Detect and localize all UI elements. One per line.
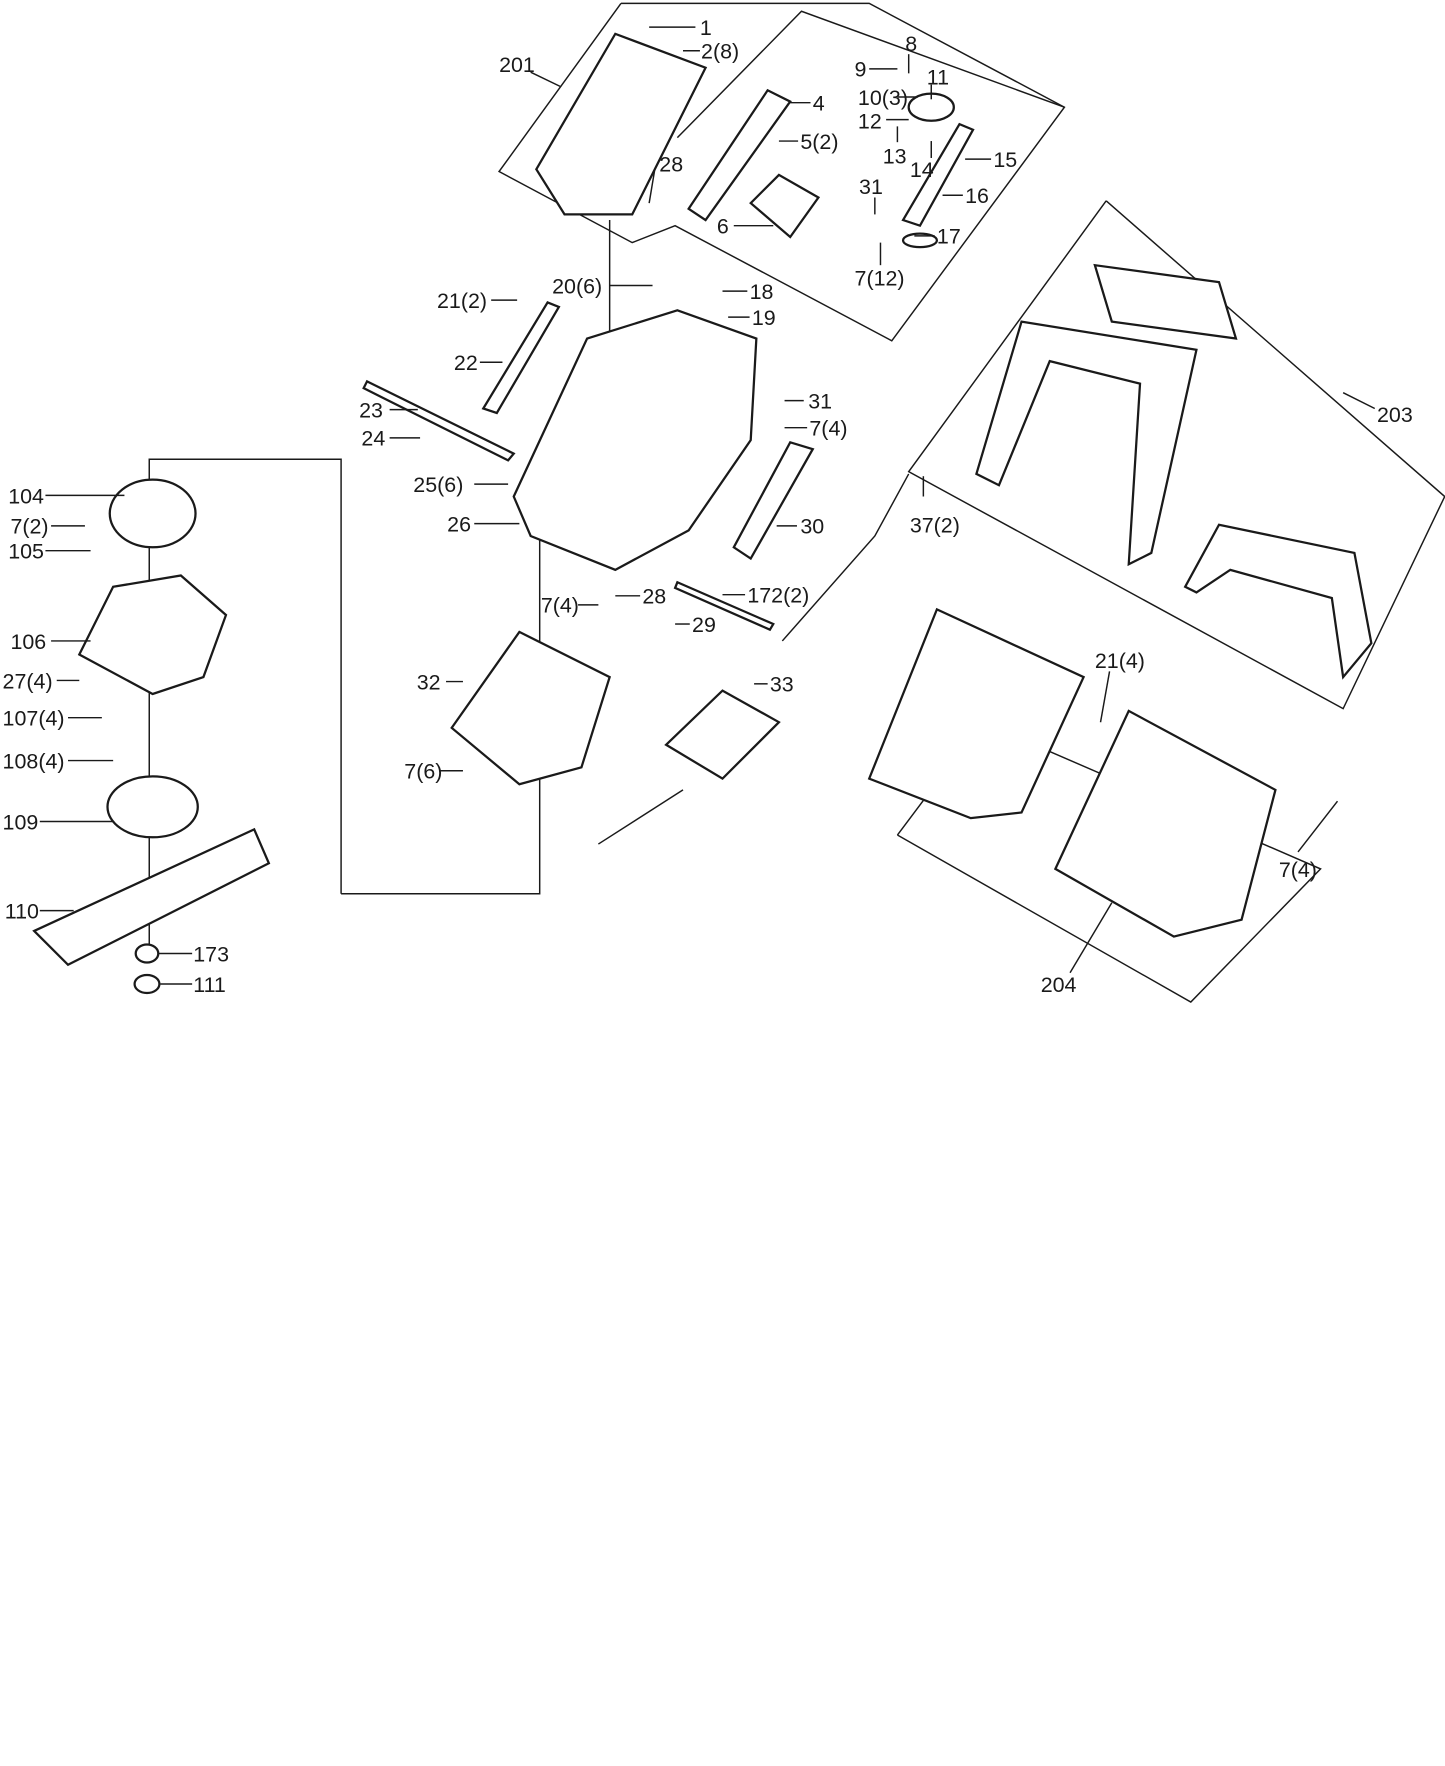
- part-handle-203: [975, 320, 1198, 567]
- label-p7_4c: 7(4): [1279, 858, 1317, 882]
- label-p17: 17: [937, 225, 961, 249]
- part-lever-16: [901, 122, 975, 228]
- leader-p204: [1069, 902, 1113, 974]
- label-p111: 111: [193, 973, 226, 997]
- label-p26: 26: [447, 512, 471, 536]
- part-frame-204: [867, 607, 1086, 820]
- label-p25: 25(6): [413, 473, 463, 497]
- label-p8: 8: [905, 32, 917, 56]
- label-p104: 104: [8, 484, 44, 508]
- label-p18: 18: [750, 280, 774, 304]
- boundary-line-3: [907, 200, 1445, 710]
- label-p7_4b: 7(4): [541, 594, 579, 618]
- part-fan-109: [106, 775, 199, 839]
- part-washer-173: [134, 943, 160, 964]
- boundary-line-5: [148, 458, 342, 948]
- label-p27: 27(4): [3, 669, 53, 693]
- label-p32: 32: [417, 670, 441, 694]
- part-blade-110: [32, 827, 271, 967]
- label-p107: 107(4): [3, 707, 65, 731]
- leader-p28a: [648, 169, 656, 204]
- label-p13: 13: [883, 145, 907, 169]
- part-rail-22: [481, 301, 561, 415]
- label-p22: 22: [454, 351, 478, 375]
- leader-p7_4c: [1297, 800, 1339, 853]
- part-basket-204: [1053, 709, 1277, 938]
- label-p109: 109: [3, 810, 39, 834]
- label-p30: 30: [800, 515, 824, 539]
- part-tray-32: [450, 630, 612, 786]
- label-p24: 24: [361, 427, 385, 451]
- label-p33: 33: [770, 673, 794, 697]
- label-p7_12: 7(12): [855, 266, 905, 290]
- part-cable-33: [597, 789, 684, 845]
- label-p203: 203: [1377, 403, 1413, 427]
- part-rod-29: [673, 580, 775, 632]
- leader-p21_4: [1099, 671, 1111, 723]
- label-p7_4a: 7(4): [809, 417, 847, 441]
- part-bracket-4: [687, 88, 792, 222]
- part-grille-30: [732, 441, 815, 561]
- label-p20: 20(6): [552, 274, 602, 298]
- label-p173: 173: [193, 942, 229, 966]
- label-p16: 16: [965, 184, 989, 208]
- label-p12: 12: [858, 110, 882, 134]
- part-motor-104: [108, 478, 197, 549]
- boundary-line-8: [781, 473, 910, 642]
- boundary-line-1: [497, 2, 1066, 342]
- part-housing-26: [512, 309, 758, 572]
- label-p2: 2(8): [701, 40, 739, 64]
- leader-lines: [39, 26, 1376, 985]
- label-p14: 14: [910, 158, 934, 182]
- label-p15: 15: [993, 148, 1017, 172]
- part-latch-6: [749, 173, 821, 239]
- label-p10: 10(3): [858, 86, 908, 110]
- part-lower-frame-203: [1183, 523, 1373, 680]
- label-p7_2: 7(2): [10, 515, 48, 539]
- part-strip-23: [362, 379, 516, 462]
- label-p28a: 28: [659, 153, 683, 177]
- label-p4: 4: [813, 92, 825, 116]
- part-housing-106: [77, 574, 228, 696]
- label-p201: 201: [499, 53, 535, 77]
- label-p7_6: 7(6): [404, 760, 442, 784]
- boundary-line-2: [676, 10, 1065, 139]
- label-p110: 110: [5, 900, 39, 924]
- part-plate-17: [901, 232, 939, 249]
- label-p31b: 31: [808, 389, 832, 413]
- label-p29: 29: [692, 613, 716, 637]
- parts: [32, 32, 1373, 995]
- label-p23: 23: [359, 399, 383, 423]
- part-washer-111: [133, 973, 161, 995]
- part-cover-201: [534, 32, 708, 216]
- label-p31a: 31: [859, 175, 883, 199]
- leader-p201: [530, 71, 562, 88]
- label-p19: 19: [752, 306, 776, 330]
- label-p28b: 28: [642, 585, 666, 609]
- label-p9: 9: [855, 58, 867, 82]
- label-p21_4: 21(4): [1095, 649, 1145, 673]
- label-p21_2: 21(2): [437, 289, 487, 313]
- leader-p203: [1342, 392, 1376, 410]
- label-p108: 108(4): [3, 749, 65, 773]
- label-p1: 1: [700, 16, 712, 40]
- label-p6: 6: [717, 215, 729, 239]
- label-p172: 172(2): [747, 584, 809, 608]
- part-board-33: [664, 689, 781, 781]
- label-p105: 105: [8, 540, 44, 564]
- label-p204: 204: [1041, 973, 1077, 997]
- label-p5: 5(2): [800, 130, 838, 154]
- label-p11: 11: [927, 66, 949, 90]
- label-p106: 106: [10, 630, 46, 654]
- part-bar-203: [1093, 263, 1238, 340]
- label-p37: 37(2): [910, 514, 960, 538]
